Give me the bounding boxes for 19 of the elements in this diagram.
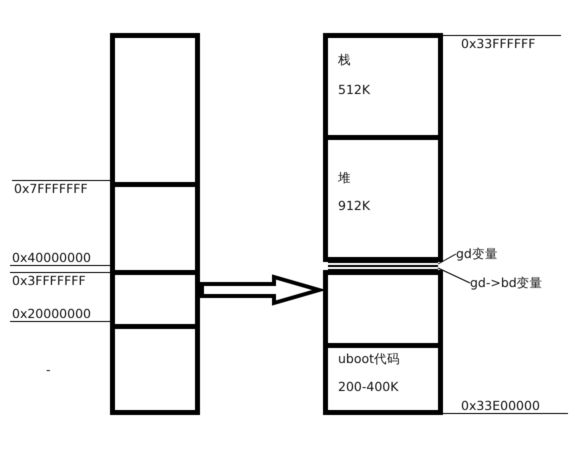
annotation-text: gd->bd变量 (470, 275, 570, 291)
segment-size: 912K (338, 198, 370, 213)
segment-name: uboot代码 (338, 351, 400, 368)
address-label: 0x33E00000 (443, 398, 568, 414)
segment-size: 512K (338, 82, 370, 97)
address-label: 0x3FFFFFFF (10, 272, 112, 288)
address-label: 0x20000000 (10, 306, 112, 322)
segment-size: 200-400K (338, 379, 398, 394)
address-label: 0x7FFFFFFF (12, 180, 112, 196)
segment-name: 堆 (338, 170, 351, 187)
memory-strip (328, 262, 438, 266)
stray-mark: - (45, 362, 52, 377)
address-label: 0x40000000 (10, 250, 112, 266)
segment-name: 栈 (338, 52, 351, 69)
memory-strip (328, 266, 438, 270)
leader-line (438, 254, 456, 264)
annotation-text: gd变量 (456, 246, 536, 262)
address-label: 0x33FFFFFF (443, 35, 561, 51)
leader-line (438, 268, 470, 284)
